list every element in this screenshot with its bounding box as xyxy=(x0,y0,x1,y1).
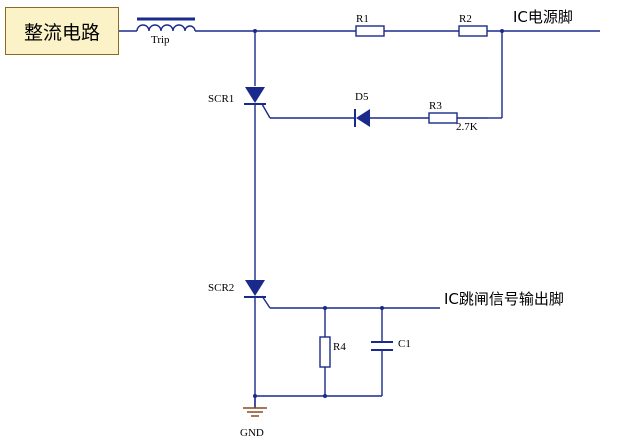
junction-dot xyxy=(323,394,327,398)
rectifier-label: 整流电路 xyxy=(23,21,100,44)
c1-symbol xyxy=(371,341,393,351)
junction-dot xyxy=(323,306,327,310)
r3-label: R3 xyxy=(429,100,442,112)
junction-dot xyxy=(380,306,384,310)
r1-label: R1 xyxy=(356,13,369,25)
r4-label: R4 xyxy=(333,341,346,353)
inductor-symbol xyxy=(136,17,196,32)
wire-gate1 xyxy=(261,103,271,119)
junction-dot xyxy=(253,29,257,33)
r2-label: R2 xyxy=(459,13,472,25)
gnd-label: GND xyxy=(240,427,264,439)
ic-trip-out-label: IC跳闸信号输出脚 xyxy=(444,290,564,308)
r4-symbol xyxy=(319,336,331,368)
r1-symbol xyxy=(355,25,385,37)
ic-power-label: IC电源脚 xyxy=(513,8,573,26)
d5-symbol xyxy=(354,109,370,127)
rectifier-block: 整流电路 xyxy=(5,7,119,55)
scr2-label: SCR2 xyxy=(208,282,234,294)
r3-value-label: 2.7K xyxy=(456,121,478,133)
d5-label: D5 xyxy=(355,91,369,103)
c1-label: C1 xyxy=(398,338,411,350)
scr1-symbol xyxy=(244,87,266,105)
junction-dot xyxy=(500,29,504,33)
r2-symbol xyxy=(458,25,488,37)
scr2-symbol xyxy=(244,280,266,298)
inductor-label: Trip xyxy=(151,34,170,46)
scr1-label: SCR1 xyxy=(208,93,234,105)
ground-symbol xyxy=(243,396,267,417)
r3-symbol xyxy=(428,112,458,124)
